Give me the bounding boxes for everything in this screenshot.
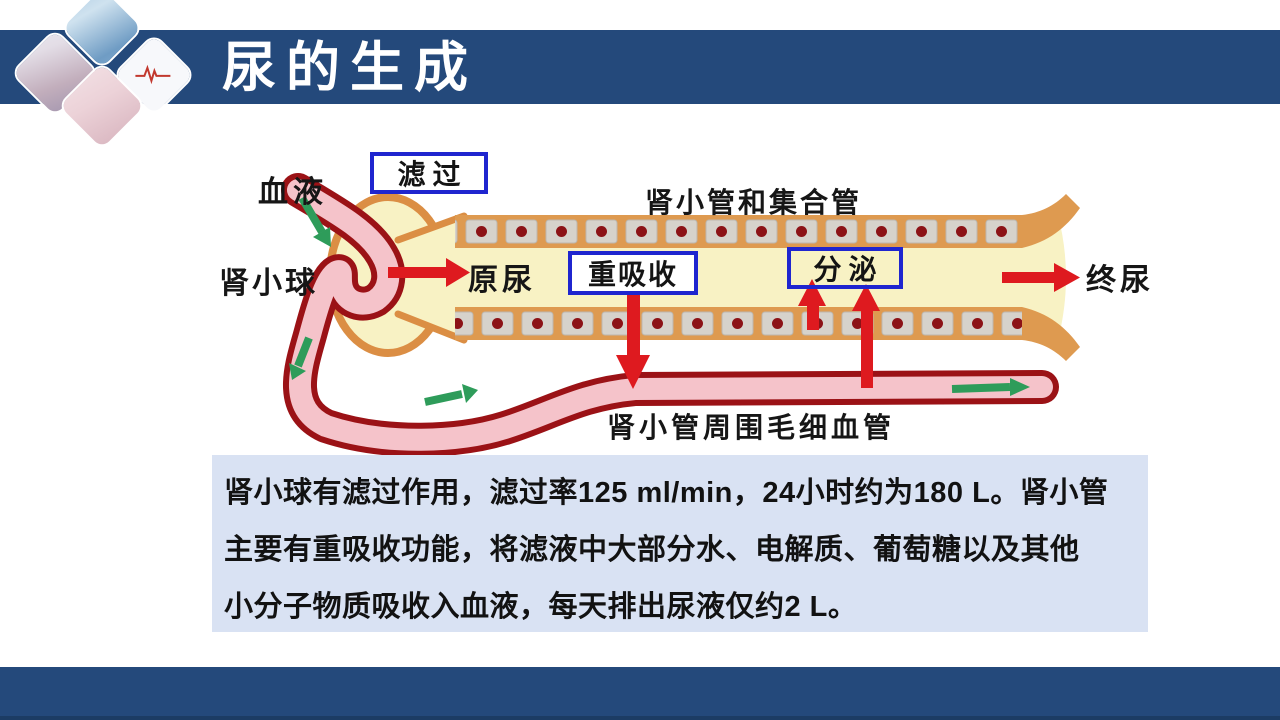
- reabsorption-arrow: [627, 295, 640, 357]
- final-urine-arrow: [1002, 272, 1054, 283]
- label-peritubular-capillary: 肾小管周围毛细血管: [607, 412, 896, 443]
- secretion-arrow-long: [861, 310, 873, 388]
- blood-vessel-and-capillary: [281, 173, 1059, 455]
- filtration-arrow: [388, 267, 446, 278]
- process-arrows: [388, 258, 1080, 389]
- urine-formation-diagram: 血液 肾小球 原尿 肾小管和集合管 终尿 肾小管周围毛细血管 滤过 重吸收 分泌: [0, 110, 1280, 455]
- ecg-hands-photo-image: [111, 32, 197, 118]
- info-text-box: 肾小球有滤过作用，滤过率125 ml/min，24小时约为180 L。肾小管 主…: [212, 455, 1148, 632]
- info-line-2: 主要有重吸收功能，将滤液中大部分水、电解质、葡萄糖以及其他: [224, 534, 1080, 566]
- diagram-artwork: [281, 173, 1080, 455]
- label-primary-urine: 原尿: [468, 264, 536, 297]
- tubule-cell-wall-bottom: [455, 307, 1080, 361]
- label-glomerulus: 肾小球: [219, 267, 318, 300]
- footer-bottom-strip: [0, 716, 1280, 720]
- heartbeat-line-icon: [135, 64, 170, 85]
- info-line-1: 肾小球有滤过作用，滤过率125 ml/min，24小时约为180 L。肾小管: [224, 477, 1109, 509]
- tubule-cell-wall-top: [455, 194, 1080, 248]
- secretion-arrow-short: [807, 305, 819, 330]
- footer-bar: [0, 667, 1280, 716]
- label-tubule-collecting-duct: 肾小管和集合管: [645, 187, 863, 218]
- page-title: 尿的生成: [222, 38, 478, 98]
- blood-flow-arrows: [289, 195, 1030, 406]
- info-line-3: 小分子物质吸收入血液，每天排出尿液仅约2 L。: [224, 591, 858, 623]
- label-final-urine: 终尿: [1086, 264, 1154, 297]
- secretion-box: 分泌: [787, 247, 903, 289]
- reabsorption-box: 重吸收: [568, 251, 698, 295]
- label-blood: 血液: [258, 176, 328, 209]
- filtration-box: 滤过: [370, 152, 488, 194]
- header-bar: [0, 30, 1280, 104]
- ecg-hands-photo: [111, 32, 197, 118]
